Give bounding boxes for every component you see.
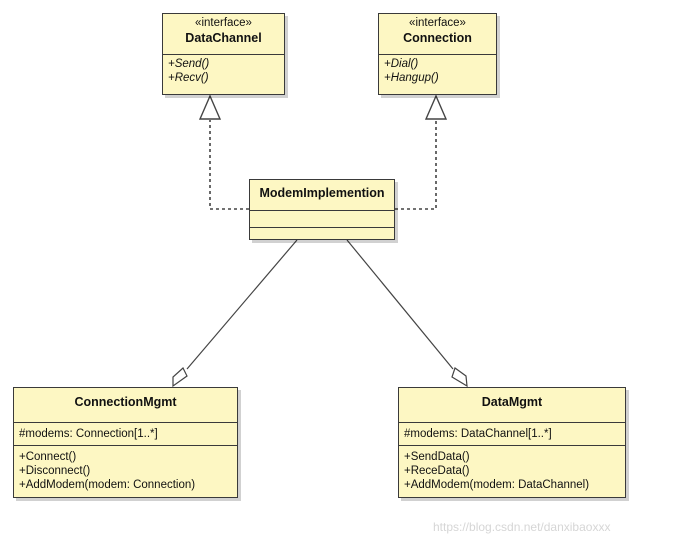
attribute: #modems: DataChannel[1..*] (404, 428, 552, 440)
realization-line-datachannel (209, 120, 249, 210)
class-header: «interface» Connection (379, 14, 496, 55)
stereotype-label: «interface» (409, 17, 466, 29)
class-name: ConnectionMgmt (74, 395, 177, 409)
class-connection-mgmt[interactable]: ConnectionMgmt #modems: Connection[1..*]… (13, 387, 238, 498)
operations-section: +Send() +Recv() (163, 55, 284, 87)
class-name: Connection (403, 31, 472, 45)
class-name: DataChannel (185, 31, 262, 45)
attribute: #modems: Connection[1..*] (19, 428, 158, 440)
class-connection[interactable]: «interface» Connection +Dial() +Hangup() (378, 13, 497, 95)
operation: +Disconnect() (19, 465, 91, 477)
operation: +ReceData() (404, 465, 470, 477)
stereotype-label: «interface» (195, 17, 252, 29)
class-data-mgmt[interactable]: DataMgmt #modems: DataChannel[1..*] +Sen… (398, 387, 626, 498)
operation: +Send() (168, 58, 210, 70)
attributes-section: #modems: DataChannel[1..*] (399, 423, 625, 446)
operations-section: +Dial() +Hangup() (379, 55, 496, 87)
operations-section: +Connect() +Disconnect() +AddModem(modem… (14, 446, 237, 494)
class-modem-implemention[interactable]: ModemImplemention (249, 179, 395, 240)
class-name: ModemImplemention (259, 186, 385, 200)
operations-section (250, 228, 394, 244)
attributes-section (250, 211, 394, 228)
operation: +SendData() (404, 451, 470, 463)
aggregation-diamond-datamgmt (451, 367, 468, 388)
operation: +Connect() (19, 451, 77, 463)
operation: +AddModem(modem: Connection) (19, 479, 196, 491)
class-header: ConnectionMgmt (14, 388, 237, 423)
class-header: DataMgmt (399, 388, 625, 423)
class-name: DataMgmt (481, 395, 543, 409)
aggregation-diamond-connmgmt (172, 367, 188, 388)
class-header: ModemImplemention (250, 180, 394, 211)
operation: +Dial() (384, 58, 419, 70)
aggregation-line-connmgmt (186, 239, 298, 370)
class-datachannel[interactable]: «interface» DataChannel +Send() +Recv() (162, 13, 285, 95)
operations-section: +SendData() +ReceData() +AddModem(modem:… (399, 446, 625, 494)
aggregation-line-datamgmt (346, 239, 454, 370)
operation: +Hangup() (384, 72, 439, 84)
operation: +AddModem(modem: DataChannel) (404, 479, 590, 491)
realization-arrowhead-connection (424, 94, 448, 120)
watermark-text: https://blog.csdn.net/danxibaoxxx (433, 520, 611, 534)
realization-arrowhead-datachannel (198, 94, 222, 120)
operation: +Recv() (168, 72, 209, 84)
class-header: «interface» DataChannel (163, 14, 284, 55)
realization-line-connection (395, 120, 437, 210)
attributes-section: #modems: Connection[1..*] (14, 423, 237, 446)
